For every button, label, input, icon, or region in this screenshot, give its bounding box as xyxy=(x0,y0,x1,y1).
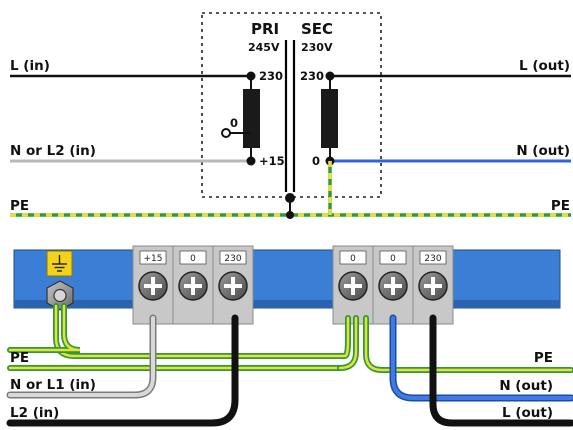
l2-in-wire xyxy=(6,314,239,427)
sec-voltage: 230V xyxy=(301,41,333,54)
pri-label: PRI xyxy=(251,20,279,38)
pe-wire-left-2 xyxy=(7,303,81,353)
wiring-labels: PE N or L1 (in) L2 (in) PE N (out) L (ou… xyxy=(10,350,553,421)
pe-junction-dot xyxy=(286,211,294,219)
pe-wire-right-stripe xyxy=(364,316,573,372)
sec-tap-230: 230 xyxy=(300,69,324,83)
sec-tap-230-dot xyxy=(325,71,335,81)
pe-label-left: PE xyxy=(10,198,29,214)
line-out-label: L (out) xyxy=(519,58,570,74)
phillips-screw-icon xyxy=(178,271,208,301)
pe-left-label: PE xyxy=(10,350,29,366)
pri-tap-0-dot xyxy=(221,128,231,138)
terminal-label: +15 xyxy=(144,254,163,264)
phillips-screw-icon xyxy=(138,271,168,301)
phillips-screw-icon xyxy=(218,271,248,301)
pri-tap-15: +15 xyxy=(259,154,285,168)
schematic: PRI SEC 245V 230V L (in) L (out) N or L2… xyxy=(10,12,571,219)
l-out-wire xyxy=(429,314,573,427)
terminal-label: 230 xyxy=(424,254,441,264)
line-in-label: L (in) xyxy=(10,58,50,74)
pri-winding xyxy=(243,89,260,148)
neutral-in-label: N or L2 (in) xyxy=(10,143,96,159)
terminal-label: 0 xyxy=(190,254,196,264)
terminal-label: 230 xyxy=(224,254,241,264)
n-or-l1-in-wire-core xyxy=(8,316,155,397)
phillips-screw-icon xyxy=(418,271,448,301)
pri-tap-15-dot xyxy=(246,156,256,166)
phillips-screw-icon xyxy=(338,271,368,301)
terminal-tag-bg xyxy=(219,250,247,265)
pri-tap-230: 230 xyxy=(259,69,283,83)
terminal-label: 0 xyxy=(390,254,396,264)
pe-right-label: PE xyxy=(534,350,553,366)
n-out-label: N (out) xyxy=(499,378,553,394)
protective-earth-symbol-icon xyxy=(46,250,73,277)
pe-wire-left-riser-stripe xyxy=(338,316,358,370)
pri-voltage: 245V xyxy=(248,41,280,54)
n-out-wire-core xyxy=(391,316,573,400)
terminal-tag-bg xyxy=(379,250,407,265)
l2-in-label: L2 (in) xyxy=(10,405,59,421)
sec-winding xyxy=(321,89,338,148)
terminal-tag-bg xyxy=(139,250,167,265)
terminal-assembly: +15 0 230 0 0 230 xyxy=(13,245,561,325)
sec-tap-0: 0 xyxy=(312,154,320,168)
terminal-tag-bg xyxy=(419,250,447,265)
pe-label-right: PE xyxy=(551,198,570,214)
transformer-enclosure xyxy=(201,12,382,198)
terminal-label: 0 xyxy=(350,254,356,264)
n-or-l1-in-label: N or L1 (in) xyxy=(10,377,96,393)
din-rail xyxy=(13,249,561,309)
neutral-out-label: N (out) xyxy=(516,143,570,159)
pri-tap-230-dot xyxy=(246,71,256,81)
terminal-tag-bg xyxy=(179,250,207,265)
field-wiring xyxy=(6,303,573,427)
pe-wire-left-stripe xyxy=(54,304,350,358)
pri-tap-0: 0 xyxy=(230,116,238,130)
core-earth-dot xyxy=(285,193,295,203)
phillips-screw-icon xyxy=(378,271,408,301)
cable-gland-icon xyxy=(46,280,74,311)
din-rail-shade xyxy=(14,300,560,308)
pe-wire-left-2-stripe xyxy=(8,304,81,352)
sec-label: SEC xyxy=(301,20,333,38)
l-out-label: L (out) xyxy=(502,405,553,421)
terminal-tag-bg xyxy=(339,250,367,265)
